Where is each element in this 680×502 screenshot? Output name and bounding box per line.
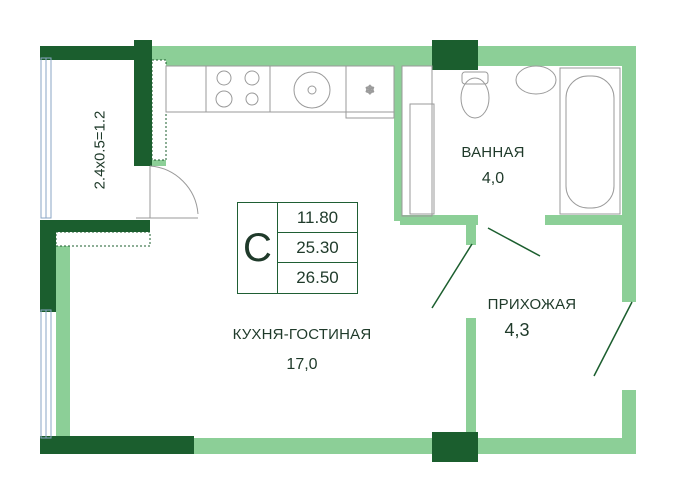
bath-wall-bottom-right	[545, 215, 635, 225]
balcony-top-wall	[40, 46, 150, 60]
svg-text:❄: ❄	[365, 83, 375, 97]
fridge	[345, 65, 395, 119]
hallway-name: ПРИХОЖАЯ	[487, 296, 577, 313]
left-column	[40, 220, 56, 312]
hallway-area: 4,3	[504, 320, 530, 340]
stove-burner	[245, 92, 259, 106]
bathtub	[559, 67, 621, 215]
sink-bowl	[293, 71, 331, 109]
balcony-bottom-wall	[40, 220, 150, 232]
top-column	[432, 40, 478, 70]
bathroom-fixtures	[401, 65, 621, 217]
balcony-window	[40, 57, 52, 439]
balcony-side-column	[134, 40, 152, 166]
living-area-value: 11.80	[278, 203, 357, 233]
washbasin	[515, 65, 557, 95]
bathroom-name: ВАННАЯ	[461, 144, 525, 161]
area-summary-box: С 11.80 25.30 26.50	[237, 202, 358, 294]
counter	[165, 65, 395, 113]
hatched-walls	[55, 59, 167, 247]
kitchen-fixtures: ❄	[165, 65, 395, 119]
bottom-column	[432, 432, 478, 462]
bath-wall-bottom-left	[400, 215, 478, 225]
hall-partition-top	[466, 225, 476, 245]
total-area-with-balcony-value: 26.50	[296, 268, 339, 287]
kitchen-area: 17,0	[286, 356, 318, 373]
balcony-door	[136, 165, 199, 219]
doors	[431, 227, 633, 377]
stove-burner	[216, 70, 232, 86]
shelf	[401, 65, 433, 217]
stove-burner	[244, 70, 260, 86]
bottom-left-column	[40, 436, 194, 454]
stove-burner	[215, 90, 233, 108]
right-wall-upper	[622, 46, 636, 302]
toilet	[460, 77, 490, 119]
area-letter: С	[238, 203, 278, 293]
kitchen-name: КУХНЯ-ГОСТИНАЯ	[232, 326, 372, 343]
top-wall	[150, 46, 636, 66]
total-area-value: 25.30	[278, 233, 357, 263]
bath-left-wall	[394, 66, 402, 221]
bathroom-area: 4,0	[481, 170, 505, 187]
balcony-area-formula: 2.4x0.5=1.2	[91, 110, 109, 190]
hall-partition	[466, 318, 476, 448]
left-wall-inner	[56, 220, 70, 450]
walls-dark	[40, 40, 478, 462]
